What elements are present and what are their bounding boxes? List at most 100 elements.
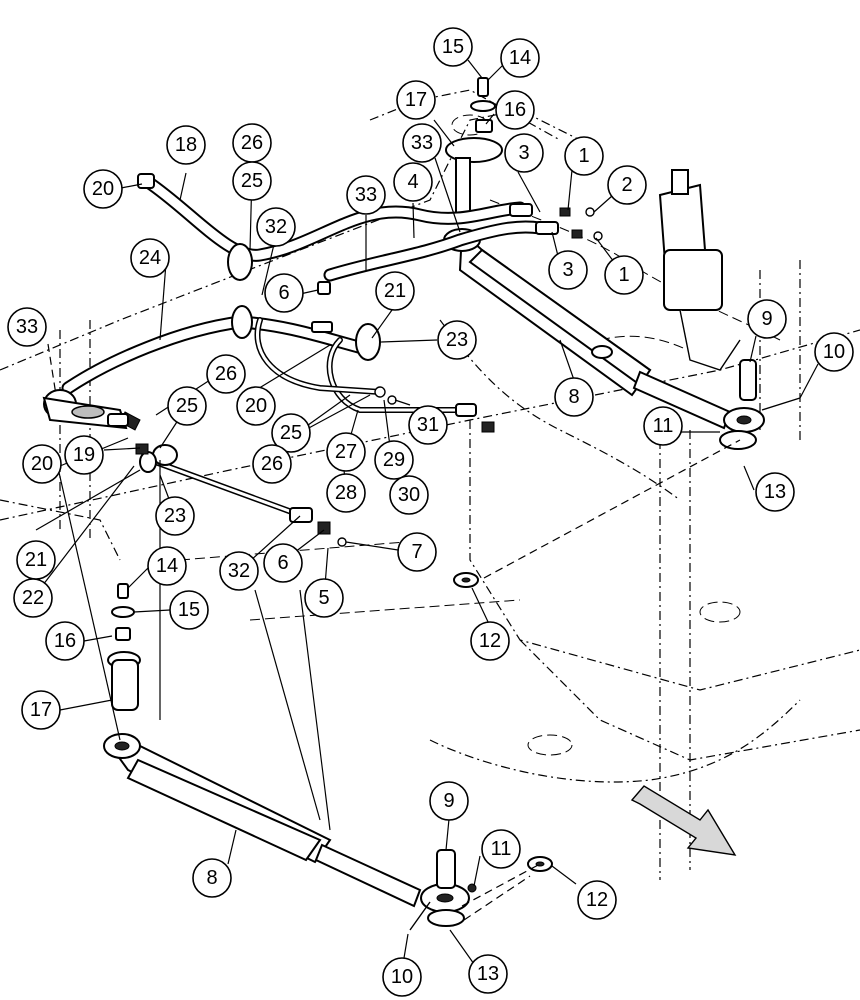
- callout-33-left: 33: [7, 307, 47, 347]
- callout-9-upper: 9: [747, 299, 787, 339]
- callout-14-upper: 14: [500, 38, 540, 78]
- callout-1-top: 1: [564, 136, 604, 176]
- svg-text:25: 25: [241, 170, 263, 192]
- callout-4: 4: [393, 162, 433, 202]
- svg-text:8: 8: [568, 386, 579, 408]
- svg-text:26: 26: [215, 363, 237, 385]
- callout-19: 19: [64, 435, 104, 475]
- callout-23-lower: 23: [155, 496, 195, 536]
- callout-6-top: 6: [264, 273, 304, 313]
- svg-text:7: 7: [411, 541, 422, 563]
- callout-15-upper: 15: [433, 27, 473, 67]
- callout-16-lower: 16: [45, 621, 85, 661]
- svg-text:20: 20: [31, 453, 53, 475]
- svg-text:21: 21: [384, 280, 406, 302]
- svg-text:15: 15: [178, 599, 200, 621]
- callout-11-upper: 11: [643, 406, 683, 446]
- callout-25-lower: 25: [271, 413, 311, 453]
- hydraulic-hoses: [61, 175, 547, 518]
- svg-text:25: 25: [176, 395, 198, 417]
- callout-20-lower: 20: [22, 444, 62, 484]
- hose-clamps: [43, 243, 381, 473]
- svg-text:16: 16: [54, 630, 76, 652]
- callout-13-lower: 13: [468, 954, 508, 994]
- forward-direction-arrow: [630, 785, 737, 856]
- svg-text:13: 13: [477, 963, 499, 985]
- lower-steering-cylinder: [103, 733, 477, 931]
- callout-2: 2: [607, 165, 647, 205]
- svg-text:1: 1: [618, 264, 629, 286]
- callout-29: 29: [374, 440, 414, 480]
- callout-23-top: 23: [437, 320, 477, 360]
- callout-32-lower: 32: [219, 551, 259, 591]
- callout-17-upper: 17: [396, 80, 436, 120]
- callout-8-lower: 8: [192, 858, 232, 898]
- callout-14-lower: 14: [147, 546, 187, 586]
- callout-1-mid: 1: [604, 255, 644, 295]
- callout-17-lower: 17: [21, 690, 61, 730]
- svg-text:16: 16: [504, 99, 526, 121]
- svg-text:15: 15: [442, 36, 464, 58]
- callout-3-top: 3: [504, 133, 544, 173]
- callout-9-lower: 9: [429, 781, 469, 821]
- svg-text:11: 11: [491, 838, 512, 860]
- svg-text:12: 12: [586, 889, 608, 911]
- svg-text:30: 30: [398, 484, 420, 506]
- callout-bubbles: 15 14 17 16 33 3 1 26 18 25 2 33 4 20 32…: [7, 27, 854, 997]
- svg-text:18: 18: [175, 134, 197, 156]
- callout-3-mid: 3: [548, 250, 588, 290]
- svg-text:5: 5: [318, 587, 329, 609]
- callout-10-lower: 10: [382, 957, 422, 997]
- callout-31: 31: [408, 405, 448, 445]
- svg-text:2: 2: [621, 174, 632, 196]
- svg-text:6: 6: [277, 552, 288, 574]
- callout-13-upper: 13: [755, 472, 795, 512]
- svg-text:12: 12: [479, 630, 501, 652]
- callout-20-mid: 20: [236, 386, 276, 426]
- callout-21-top: 21: [375, 271, 415, 311]
- svg-text:23: 23: [446, 329, 468, 351]
- callout-22: 22: [13, 578, 53, 618]
- svg-text:9: 9: [443, 790, 454, 812]
- svg-text:11: 11: [653, 415, 674, 437]
- svg-text:32: 32: [228, 560, 250, 582]
- svg-text:29: 29: [383, 449, 405, 471]
- svg-text:22: 22: [22, 587, 44, 609]
- svg-text:33: 33: [16, 316, 38, 338]
- svg-text:19: 19: [73, 444, 95, 466]
- callout-11-lower: 11: [481, 829, 521, 869]
- svg-text:21: 21: [25, 549, 47, 571]
- svg-text:24: 24: [139, 247, 161, 269]
- callout-26-mid: 26: [206, 354, 246, 394]
- svg-text:28: 28: [335, 482, 357, 504]
- callout-16-upper: 16: [495, 90, 535, 130]
- callout-10-upper: 10: [814, 332, 854, 372]
- svg-text:20: 20: [245, 395, 267, 417]
- svg-text:10: 10: [391, 966, 413, 988]
- callout-24: 24: [130, 238, 170, 278]
- left-pivot-bracket: [42, 396, 149, 455]
- lower-pivot-pin-stack: [107, 583, 141, 711]
- svg-text:10: 10: [823, 341, 845, 363]
- svg-text:26: 26: [241, 132, 263, 154]
- callout-26-top: 26: [232, 123, 272, 163]
- callout-6-lower: 6: [263, 543, 303, 583]
- svg-text:33: 33: [355, 184, 377, 206]
- svg-text:26: 26: [261, 453, 283, 475]
- steering-control-valve: [658, 169, 741, 371]
- svg-text:1: 1: [578, 145, 589, 167]
- svg-text:9: 9: [761, 308, 772, 330]
- svg-text:3: 3: [518, 142, 529, 164]
- svg-text:8: 8: [206, 867, 217, 889]
- callout-32-top: 32: [256, 207, 296, 247]
- svg-text:14: 14: [156, 555, 178, 577]
- svg-text:20: 20: [92, 178, 114, 200]
- callout-25-top: 25: [232, 161, 272, 201]
- upper-pivot-pin-stack: [445, 77, 503, 219]
- svg-text:3: 3: [562, 259, 573, 281]
- callout-20-top: 20: [83, 169, 123, 209]
- callout-15-lower: 15: [169, 590, 209, 630]
- svg-text:14: 14: [509, 47, 531, 69]
- callout-18: 18: [166, 125, 206, 165]
